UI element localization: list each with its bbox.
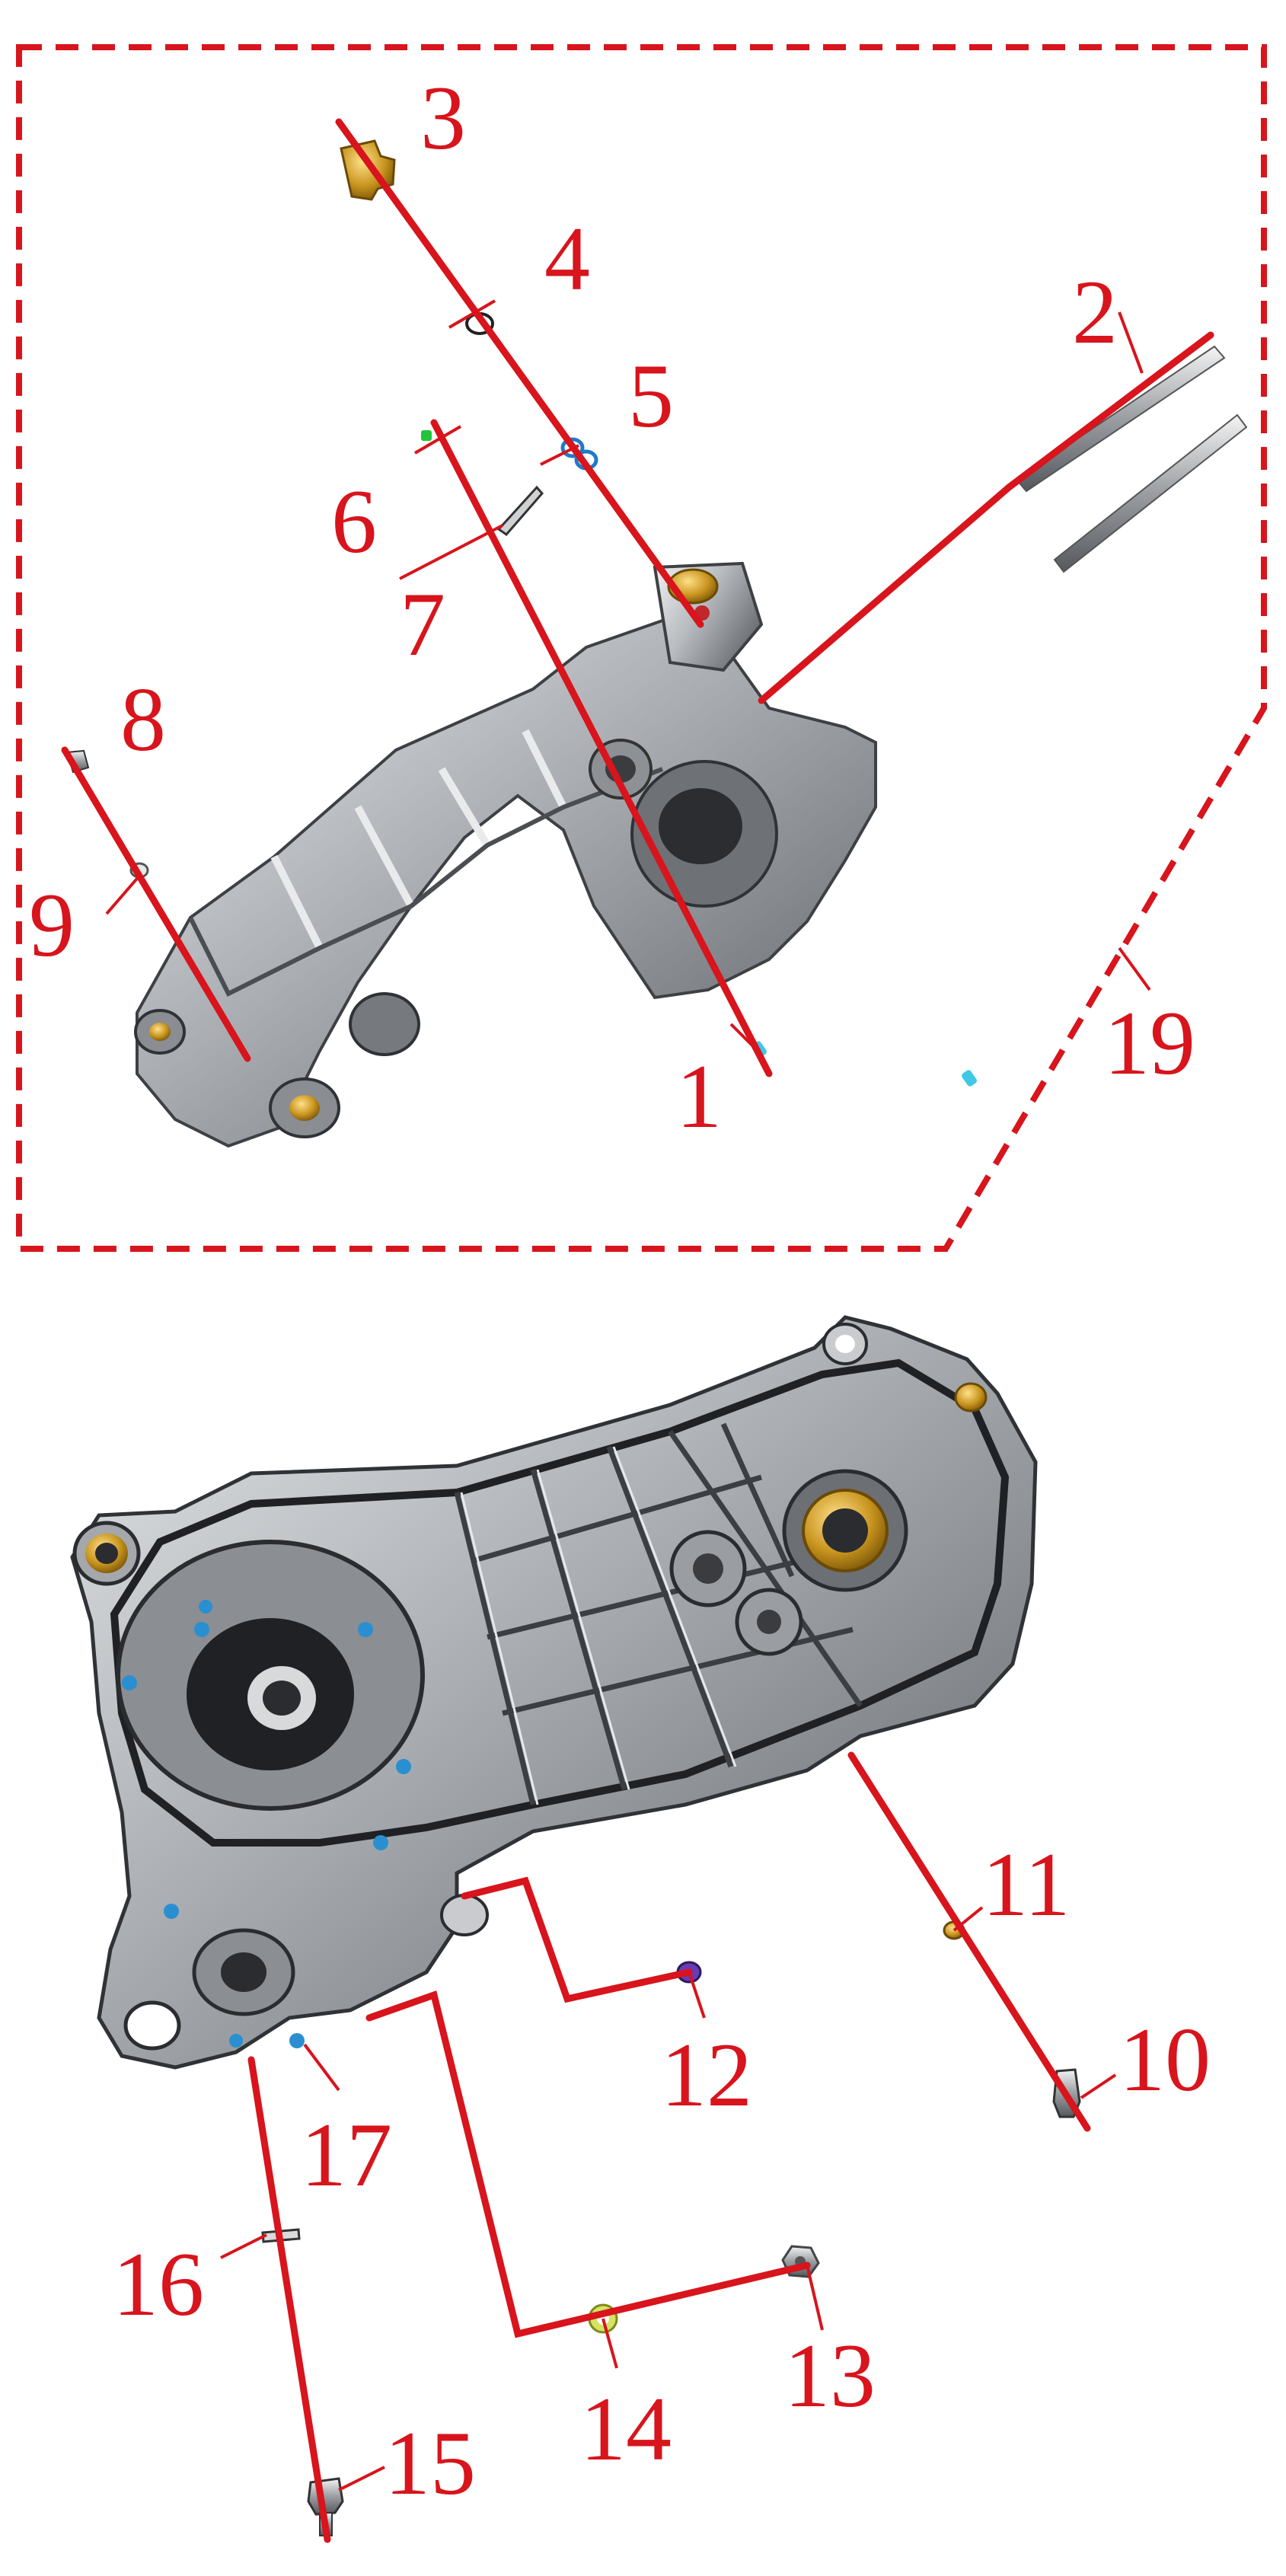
callout-10: 10 bbox=[1119, 2009, 1211, 2110]
callout-13: 13 bbox=[784, 2325, 876, 2426]
callout-15: 15 bbox=[385, 2412, 476, 2514]
callout-14: 14 bbox=[580, 2378, 672, 2479]
callout-5: 5 bbox=[628, 345, 674, 446]
top-leader-lines bbox=[61, 118, 1214, 1077]
callout-3: 3 bbox=[420, 67, 466, 168]
left-crankcase-half bbox=[134, 561, 877, 1148]
right-crankcase-half bbox=[70, 1315, 1038, 2070]
callout-labels: 1 2 3 4 5 6 7 8 9 19 10 11 12 13 14 15 1… bbox=[29, 67, 1211, 2514]
callout-9: 9 bbox=[29, 874, 75, 975]
callout-6: 6 bbox=[331, 471, 377, 572]
bottom-leader-lines bbox=[220, 1751, 1117, 2543]
callout-11: 11 bbox=[982, 1834, 1071, 1935]
callout-19: 19 bbox=[1104, 992, 1195, 1093]
callout-4: 4 bbox=[544, 208, 590, 309]
callout-8: 8 bbox=[120, 669, 166, 770]
callout-2: 2 bbox=[1072, 261, 1118, 362]
pin-6 bbox=[421, 430, 432, 441]
stud-bolt-2 bbox=[1015, 345, 1248, 573]
clip-7 bbox=[496, 485, 544, 537]
dowel-pin-1 bbox=[751, 1041, 977, 1087]
callout-1: 1 bbox=[676, 1045, 722, 1147]
assembly-boundary-19 bbox=[16, 44, 1267, 1252]
callout-17: 17 bbox=[301, 2104, 392, 2205]
callout-7: 7 bbox=[400, 573, 445, 675]
callout-16: 16 bbox=[113, 2233, 204, 2335]
callout-12: 12 bbox=[661, 2024, 752, 2125]
